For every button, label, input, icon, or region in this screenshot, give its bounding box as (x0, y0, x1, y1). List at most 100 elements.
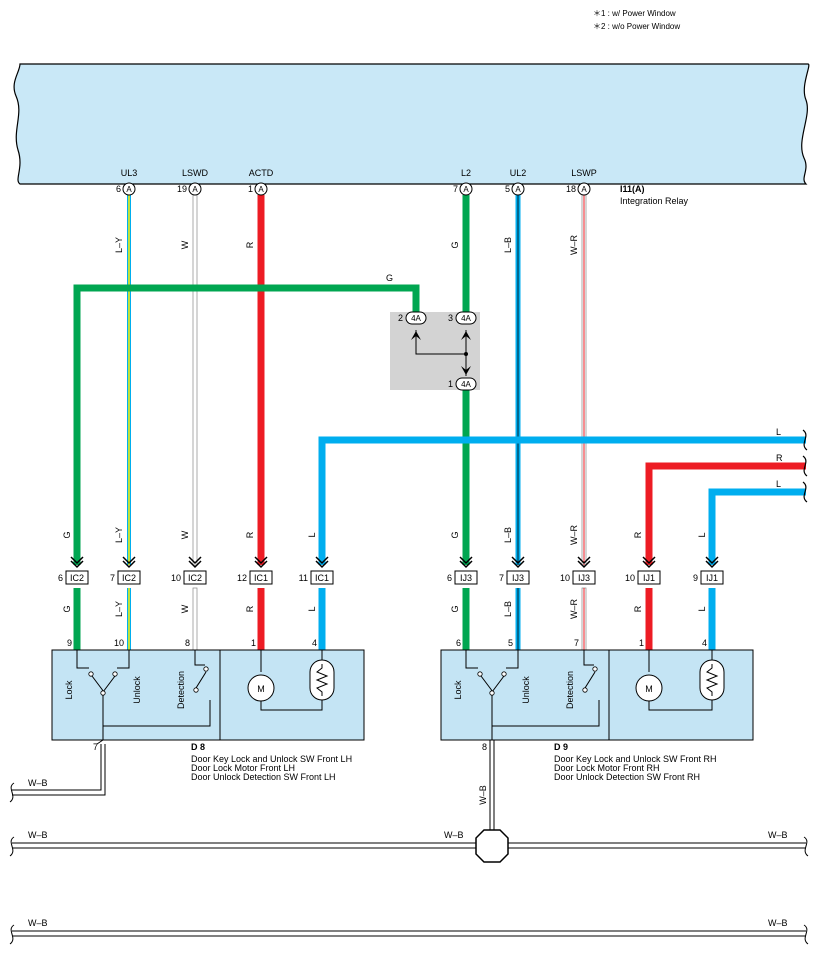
connector-pin: 11 (299, 573, 308, 583)
ground-label: W–B (768, 830, 788, 840)
wire-label: W–R (569, 525, 579, 546)
component-pin: 1 (251, 638, 256, 648)
wire-r-right (645, 462, 806, 650)
junction-4a (405, 311, 477, 391)
connector-code: IJ3 (578, 573, 590, 583)
wire-label: R (633, 531, 643, 538)
wire-label: R (245, 531, 255, 538)
component-pin: 8 (185, 638, 190, 648)
wire-label: G (62, 531, 72, 538)
wire-label: W (180, 604, 190, 613)
relay-pin-num: 18 (566, 184, 576, 194)
ground-label: W–B (444, 830, 464, 840)
ground-bus-2 (9, 924, 809, 945)
note-1: ＊1 : w/ Power Window (593, 9, 676, 18)
wire-break-marks (802, 429, 808, 503)
motor-icon: M (257, 684, 265, 694)
relay-pin-conn: A (515, 185, 521, 194)
door-lh-component (51, 649, 365, 745)
wire-label-lswp: W–R (569, 235, 579, 256)
wire-label-g-cross: G (386, 273, 393, 283)
connector-pin: 6 (58, 573, 63, 583)
note-2: ＊2 : w/o Power Window (593, 22, 680, 31)
wire-label: L (697, 606, 707, 611)
wire-label: G (62, 605, 72, 612)
switch-label-detection: Detection (565, 671, 575, 709)
connector-code: IC1 (315, 573, 329, 583)
junction-pin: 3 (448, 313, 453, 323)
wire-l-top (318, 436, 806, 650)
connector-code: IC2 (188, 573, 202, 583)
connector-pin: 9 (693, 573, 698, 583)
connector-chevrons (70, 556, 719, 569)
wire-label: L–B (503, 601, 513, 617)
wire-label-actd: R (245, 241, 255, 248)
wire-label-l-top: L (776, 427, 781, 437)
wire-label: L (307, 532, 317, 537)
connector-pin: 7 (499, 573, 504, 583)
component-desc: Door Unlock Detection SW Front LH (191, 772, 336, 782)
switch-label-lock: Lock (64, 680, 74, 700)
ground-label: W–B (28, 778, 48, 788)
ground-label: W–B (28, 918, 48, 928)
switch-label-detection: Detection (176, 671, 186, 709)
wire-label: L–Y (114, 601, 124, 617)
component-pin: 10 (114, 638, 124, 648)
wire-g-cross (73, 284, 420, 650)
component-code-rh: D 9 (554, 742, 568, 752)
junction-pin: 1 (448, 379, 453, 389)
relay-signal: L2 (461, 168, 471, 178)
component-pin: 9 (67, 638, 72, 648)
connector-code: IC2 (122, 573, 136, 583)
relay-code: I11(A) (620, 184, 645, 194)
relay-pin-num: 19 (177, 184, 187, 194)
wire-label-l-right: L (776, 479, 781, 489)
junction-4a-box (390, 312, 480, 390)
wire-label: W (180, 530, 190, 539)
component-ground-pin: 8 (482, 742, 487, 752)
switch-label-unlock: Unlock (521, 676, 531, 704)
component-desc: Door Lock Motor Front RH (554, 763, 660, 773)
wire-label: W–R (569, 599, 579, 620)
wire-label: G (450, 531, 460, 538)
component-code-lh: D 8 (191, 742, 205, 752)
connector-pin: 12 (237, 573, 247, 583)
wire-label: R (633, 605, 643, 612)
connector-boxes (65, 570, 724, 585)
relay-pin-conn: A (581, 185, 587, 194)
component-desc: Door Lock Motor Front LH (191, 763, 295, 773)
relay-signal: ACTD (249, 168, 274, 178)
component-desc: Door Unlock Detection SW Front RH (554, 772, 700, 782)
connector-code: IJ1 (643, 573, 655, 583)
wire-label: L (307, 606, 317, 611)
relay-pin-conn: A (192, 185, 198, 194)
motor-icon: M (645, 684, 653, 694)
connector-code: IC2 (70, 573, 84, 583)
ground-label: W–B (28, 830, 48, 840)
wire-label-l2: G (450, 241, 460, 248)
integration-relay-body (13, 63, 810, 185)
junction-code: 4A (461, 314, 471, 323)
wire-label-lswd: W (180, 240, 190, 249)
relay-signal: UL3 (121, 168, 138, 178)
connector-code: IJ3 (460, 573, 472, 583)
component-desc: Door Key Lock and Unlock SW Front LH (191, 754, 352, 764)
ground-wire-lh (9, 744, 106, 803)
relay-name: Integration Relay (620, 196, 689, 206)
wire-label-ul2: L–B (503, 237, 513, 253)
relay-signal: UL2 (510, 168, 527, 178)
component-pin: 6 (456, 638, 461, 648)
junction-code: 4A (461, 380, 471, 389)
connector-pin: 6 (447, 573, 452, 583)
wire-label-r-right: R (776, 453, 783, 463)
switch-label-lock: Lock (453, 680, 463, 700)
relay-pin-num: 7 (453, 184, 458, 194)
connector-pin: 10 (560, 573, 570, 583)
relay-pin-conn: A (258, 185, 264, 194)
door-rh-component (440, 649, 754, 741)
switch-label-unlock: Unlock (132, 676, 142, 704)
wire-label: L–B (503, 527, 513, 543)
component-pin: 5 (508, 638, 513, 648)
wire-label: R (245, 605, 255, 612)
